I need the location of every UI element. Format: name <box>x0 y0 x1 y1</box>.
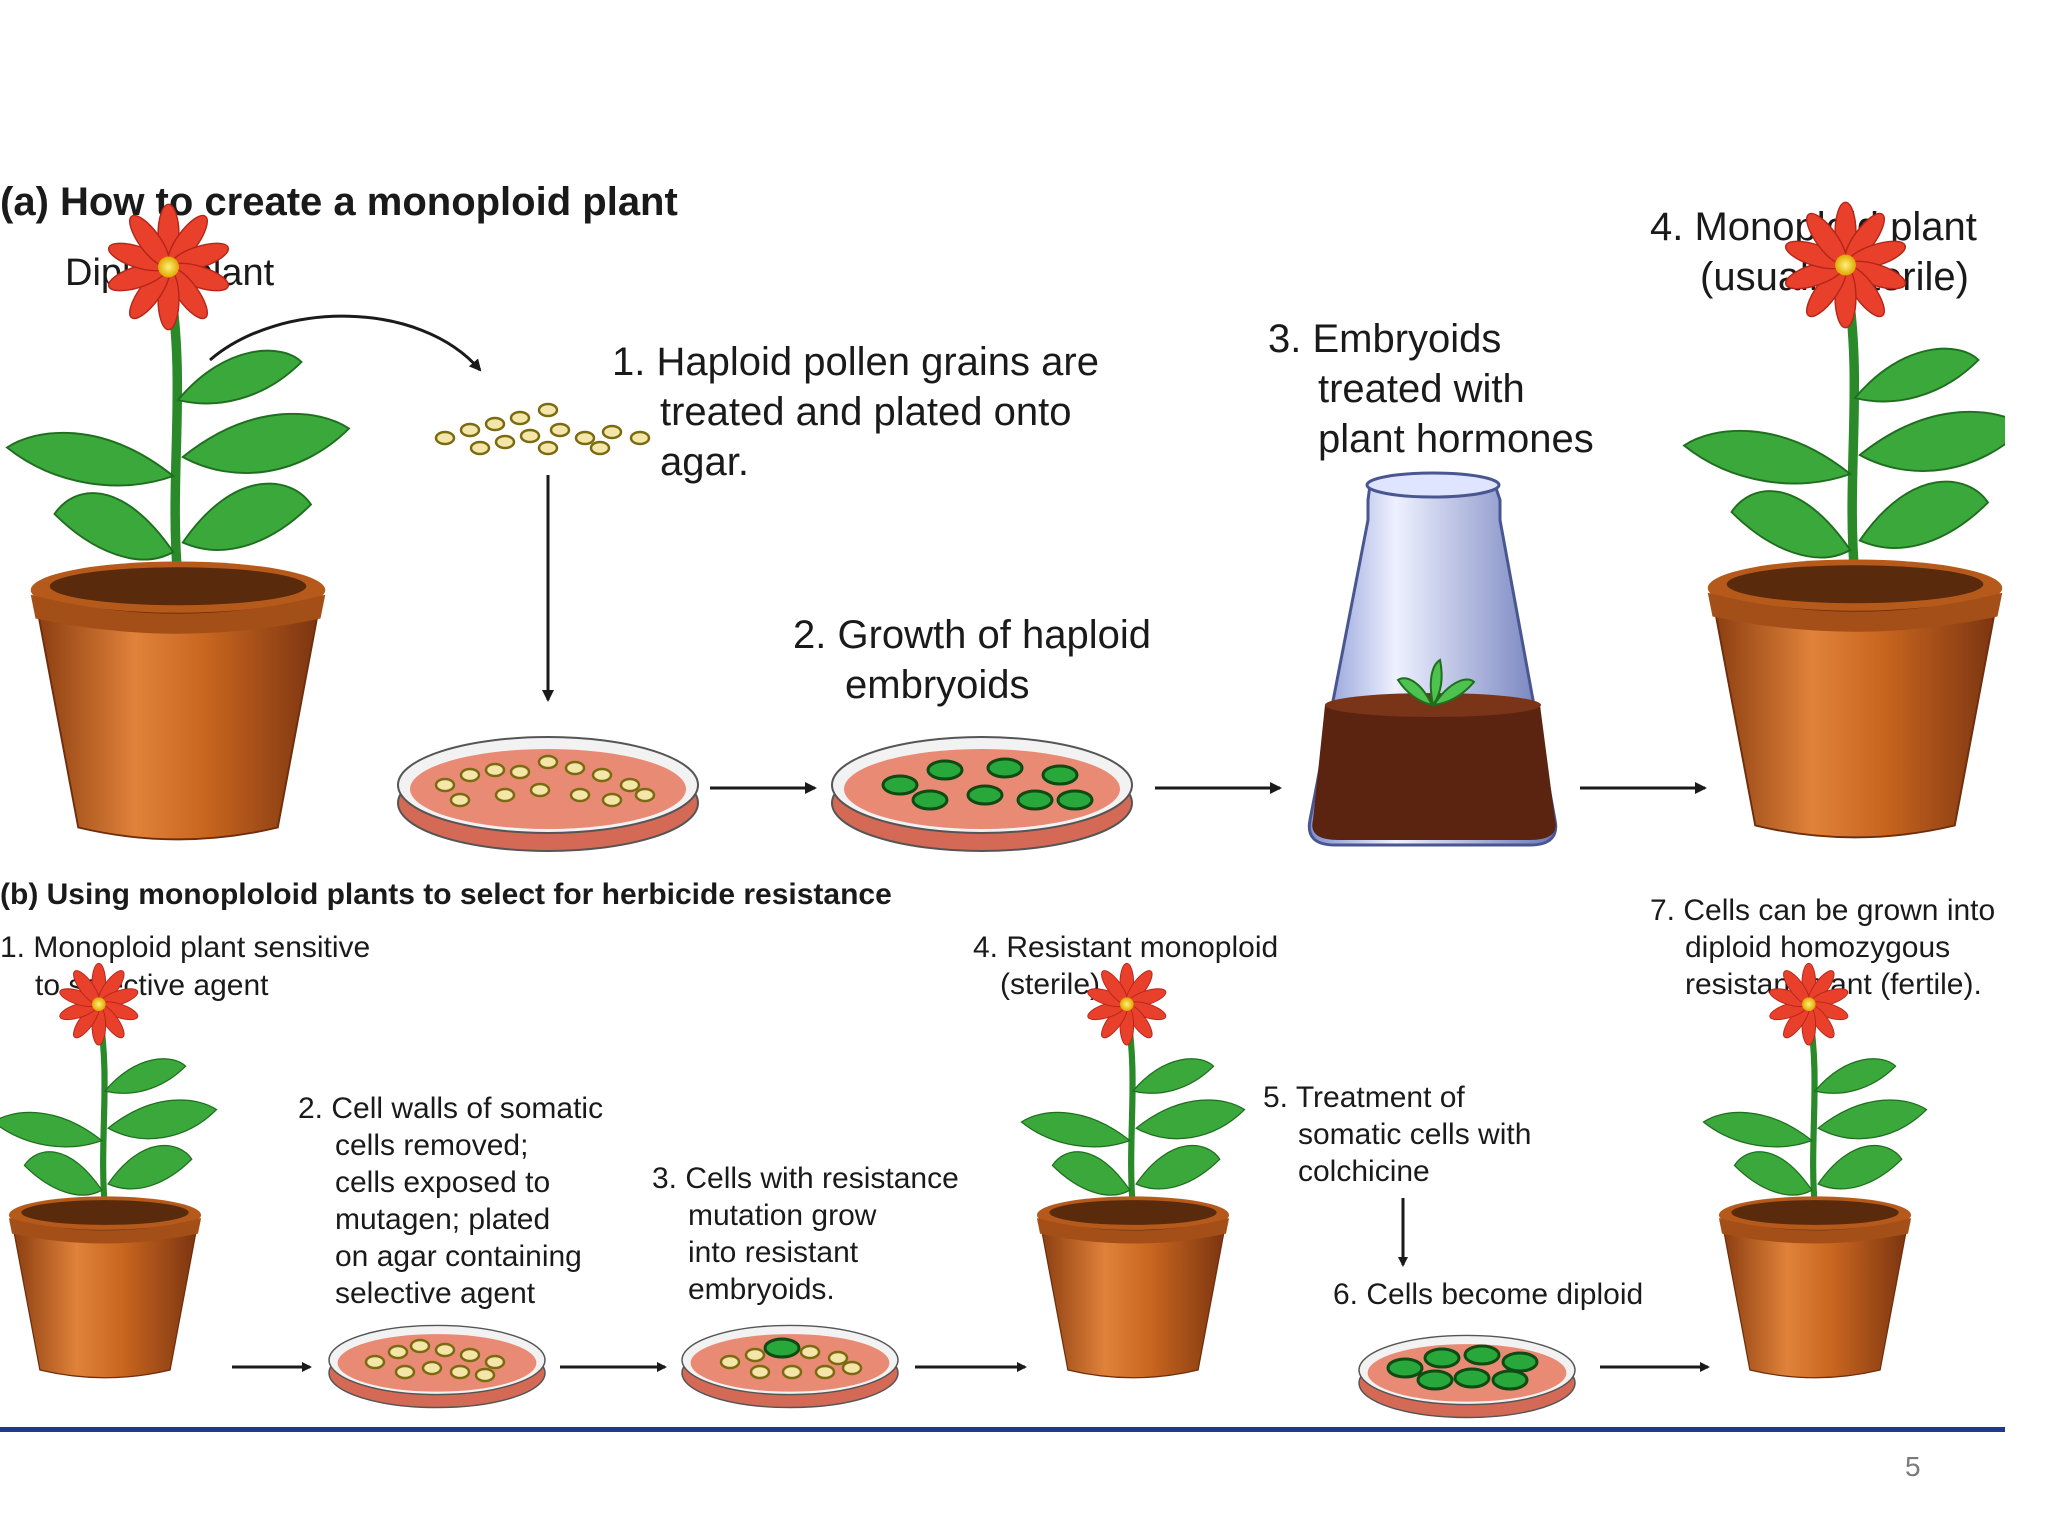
svg-text:plant hormones: plant hormones <box>1318 417 1594 461</box>
panel-b-step5-text: 5. Treatment of somatic cells with colch… <box>1263 1081 1531 1188</box>
panel-a-title: (a) How to create a monoploid plant <box>0 180 678 224</box>
svg-text:1. Monoploid plant sensitive: 1. Monoploid plant sensitive <box>0 931 370 964</box>
petri-dish-b-resistant <box>681 1324 899 1409</box>
svg-text:6. Cells become diploid: 6. Cells become diploid <box>1333 1278 1643 1311</box>
panel-a-step1-text: 1. Haploid pollen grains are treated and… <box>612 340 1099 484</box>
panel-b-step1-text: 1. Monoploid plant sensitive to selectiv… <box>0 931 370 1002</box>
slide-bottom-rule <box>0 1427 2005 1432</box>
svg-text:(sterile): (sterile) <box>1000 968 1100 1001</box>
pollen-grains <box>434 402 651 456</box>
svg-text:mutation grow: mutation grow <box>688 1199 877 1232</box>
svg-text:diploid homozygous: diploid homozygous <box>1685 931 1950 964</box>
panel-b-title: (b) Using monoploloid plants to select f… <box>0 878 892 911</box>
panel-b-step2-text: 2. Cell walls of somatic cells removed; … <box>298 1092 603 1310</box>
slide-number: 5 <box>1905 1451 1921 1482</box>
svg-text:treated and plated onto: treated and plated onto <box>660 390 1071 434</box>
svg-text:cells removed;: cells removed; <box>335 1129 528 1162</box>
svg-text:agar.: agar. <box>660 440 749 484</box>
curved-arrow <box>209 314 482 372</box>
svg-text:embryoids.: embryoids. <box>688 1273 835 1306</box>
svg-text:1. Haploid pollen grains are: 1. Haploid pollen grains are <box>612 340 1099 384</box>
sensitive-plant-illustration <box>0 963 217 1377</box>
petri-dish-b-mutagen <box>328 1324 546 1409</box>
svg-text:3. Embryoids: 3. Embryoids <box>1268 317 1501 361</box>
svg-text:on agar containing: on agar containing <box>335 1240 582 1273</box>
petri-dish-b-diploid <box>1358 1334 1576 1419</box>
panel-b-step7-text: 7. Cells can be grown into diploid homoz… <box>1650 894 1995 1001</box>
svg-text:embryoids: embryoids <box>845 663 1030 707</box>
svg-text:mutagen; plated: mutagen; plated <box>335 1203 550 1236</box>
panel-b-step3-text: 3. Cells with resistance mutation grow i… <box>652 1162 959 1306</box>
svg-text:4. Resistant monoploid: 4. Resistant monoploid <box>973 931 1278 964</box>
panel-a-step2-text: 2. Growth of haploid embryoids <box>793 613 1151 707</box>
diploid-plant-illustration <box>7 204 349 839</box>
svg-text:selective agent: selective agent <box>335 1277 536 1310</box>
erlenmeyer-flask <box>1307 471 1558 847</box>
resistant-monoploid-illustration <box>1021 963 1244 1377</box>
panel-a-step3-text: 3. Embryoids treated with plant hormones <box>1268 317 1594 461</box>
panel-b-step6-text: 6. Cells become diploid <box>1333 1278 1643 1311</box>
right-crop-mask <box>2005 160 2048 1430</box>
petri-dish-pollen <box>397 736 699 852</box>
svg-text:cells exposed to: cells exposed to <box>335 1166 550 1199</box>
svg-text:somatic cells with: somatic cells with <box>1298 1118 1531 1151</box>
svg-text:2. Cell walls of somatic: 2. Cell walls of somatic <box>298 1092 603 1125</box>
petri-dish-embryoids <box>831 736 1133 852</box>
panel-b-step4-text: 4. Resistant monoploid (sterile) <box>973 931 1278 1001</box>
svg-text:5. Treatment of: 5. Treatment of <box>1263 1081 1465 1114</box>
svg-text:treated with: treated with <box>1318 367 1525 411</box>
svg-text:7. Cells can be grown into: 7. Cells can be grown into <box>1650 894 1995 927</box>
svg-text:3. Cells with resistance: 3. Cells with resistance <box>652 1162 959 1195</box>
svg-text:colchicine: colchicine <box>1298 1155 1430 1188</box>
diploid-resistant-plant-illustration <box>1703 963 1926 1377</box>
svg-text:into resistant: into resistant <box>688 1236 859 1269</box>
svg-text:2. Growth of haploid: 2. Growth of haploid <box>793 613 1151 657</box>
